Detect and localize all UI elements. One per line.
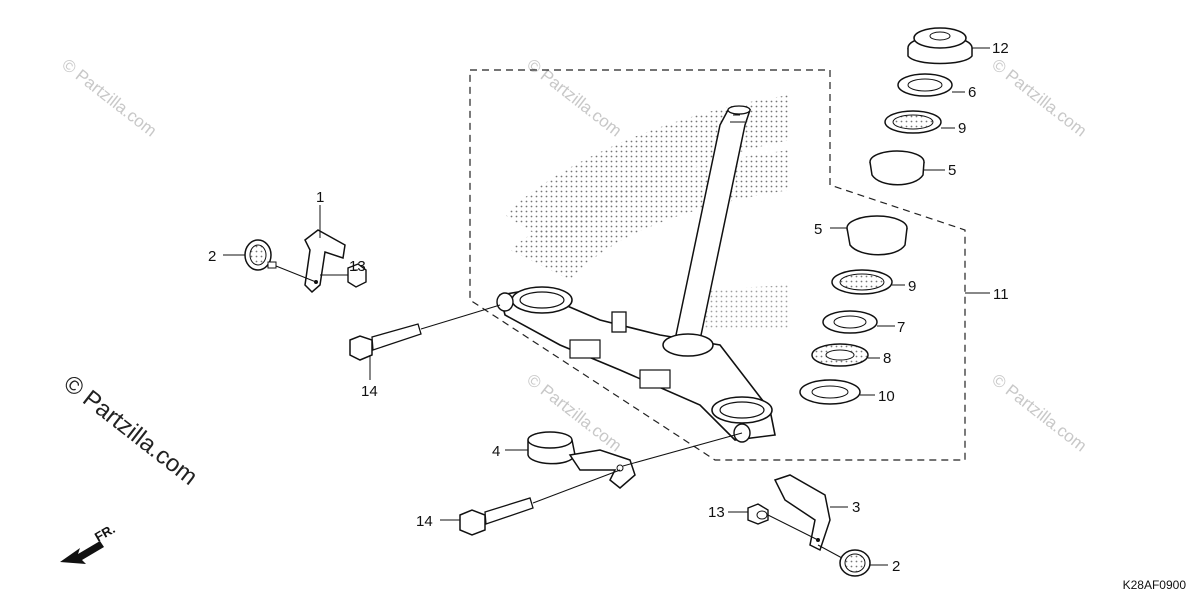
callout-6: 6 (968, 84, 976, 101)
collar-group (527, 431, 743, 489)
left-bracket-group (244, 229, 367, 294)
callout-8: 8 (883, 350, 891, 367)
callout-14: 14 (361, 383, 378, 400)
upper-bearing-stack (869, 27, 973, 186)
assembly-outline (469, 69, 966, 461)
front-label: FR. (92, 521, 118, 544)
callout-14: 14 (416, 513, 433, 530)
bolt-lower (459, 469, 621, 536)
front-arrow-icon: FR. (60, 521, 118, 564)
callout-9: 9 (908, 278, 916, 295)
right-bracket-group (747, 474, 871, 577)
callout-5: 5 (814, 221, 822, 238)
leader-lines (223, 47, 990, 566)
callout-3: 3 (852, 499, 860, 516)
callout-13: 13 (349, 258, 366, 275)
lower-triple-clamp (496, 286, 776, 443)
callout-4: 4 (492, 443, 500, 460)
callout-12: 12 (992, 40, 1009, 57)
callout-11: 11 (993, 286, 1009, 303)
callout-2: 2 (208, 248, 216, 265)
lower-bearing-stack (799, 215, 908, 405)
callout-13: 13 (708, 504, 725, 521)
callout-2: 2 (892, 558, 900, 575)
callout-7: 7 (897, 319, 905, 336)
callout-10: 10 (878, 388, 895, 405)
diagram-code: K28AF0900 (1122, 578, 1186, 592)
bolt-upper (349, 304, 501, 361)
callout-5: 5 (948, 162, 956, 179)
callout-1: 1 (316, 189, 324, 206)
callout-9: 9 (958, 120, 966, 137)
